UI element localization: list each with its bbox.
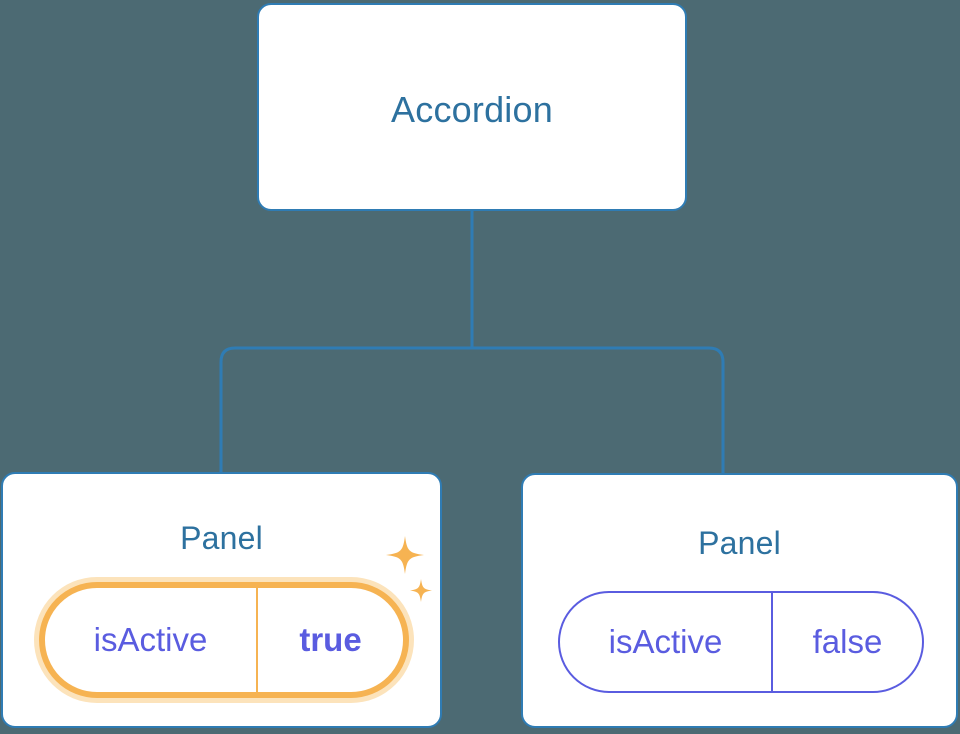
node-accordion-title: Accordion [391,89,553,130]
node-panel-left-title: Panel [180,520,263,556]
prop-pill-isactive-false[interactable]: isActive false [558,591,924,693]
prop-pill-isactive-true[interactable]: isActive true [39,582,409,698]
node-panel-left[interactable]: Panel isActive true [1,472,442,728]
prop-value-true: true [299,621,362,658]
prop-key-isactive: isActive [45,588,258,692]
prop-pill-highlight-glow: isActive true [34,577,414,703]
prop-key-isactive: isActive [560,593,773,691]
prop-value-false: false [812,623,883,660]
node-accordion[interactable]: Accordion [257,3,687,211]
node-panel-right-title: Panel [698,525,781,561]
node-panel-right[interactable]: Panel isActive false [521,473,958,728]
connector-branch-bar [219,346,725,473]
